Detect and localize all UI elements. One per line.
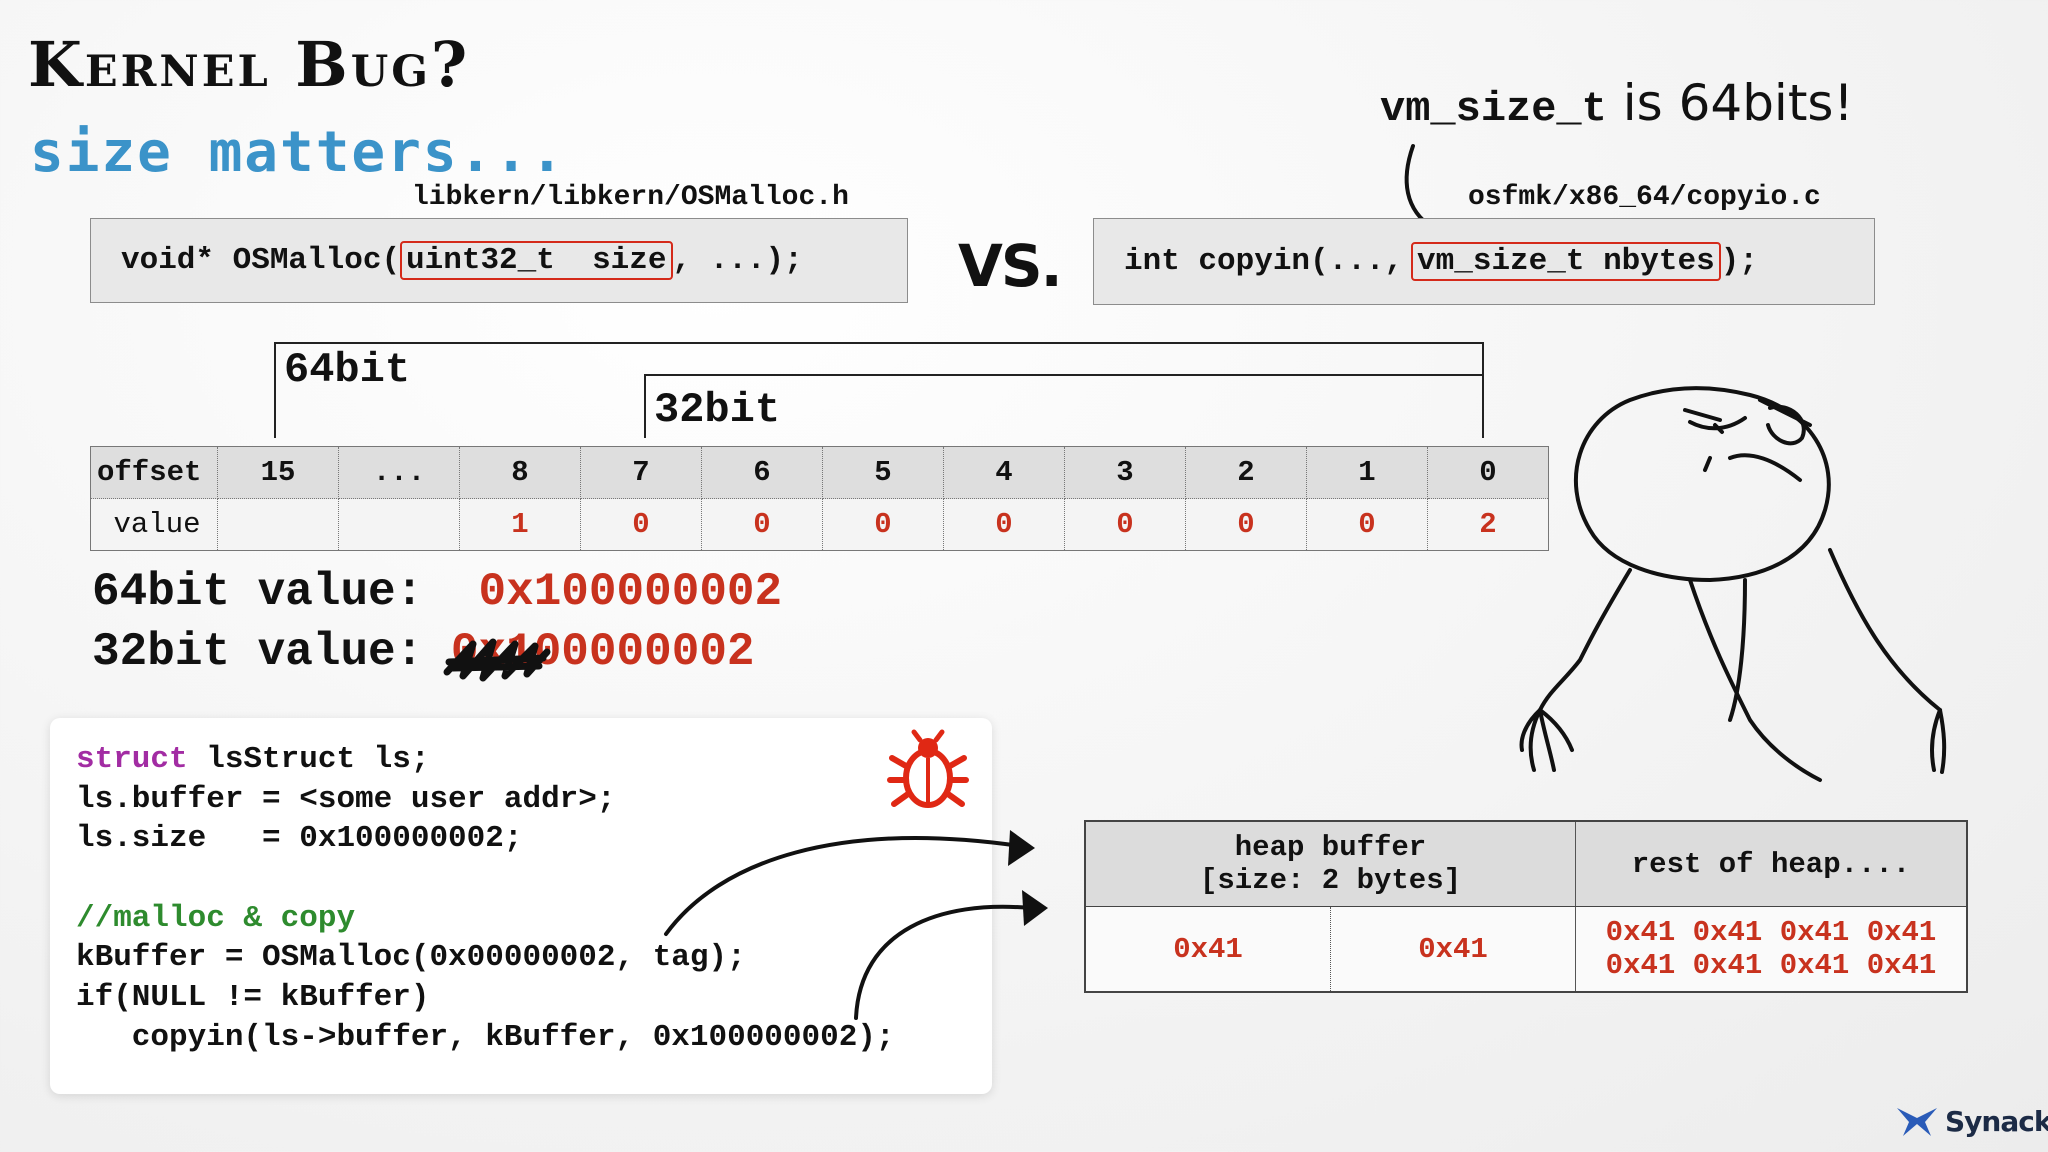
value-cell: 0 (1064, 498, 1186, 551)
value-cell: 2 (1427, 498, 1549, 551)
offset-row: offset 15 ... 8 7 6 5 4 3 2 1 0 (90, 446, 1549, 499)
rest-of-heap-line: 0x41 0x41 0x41 0x41 (1605, 916, 1937, 949)
annotation-text: is 64bits! (1606, 74, 1854, 132)
offset-cell: 0 (1427, 446, 1549, 499)
value-row: value 1 0 0 0 0 0 0 0 2 (90, 498, 1549, 551)
vs-label: VS. (958, 232, 1063, 300)
rest-of-heap-header: rest of heap.... (1575, 821, 1967, 907)
offset-cell: 5 (822, 446, 944, 499)
value-cell: 0 (701, 498, 823, 551)
bracket-64bit-label: 64bit (284, 346, 411, 394)
value-cell (217, 498, 339, 551)
value-cell: 0 (943, 498, 1065, 551)
brand: Synack (1895, 1104, 2048, 1138)
heap-buffer-header: heap buffer [size: 2 bytes] (1085, 821, 1576, 907)
code-keyword: struct (76, 742, 188, 777)
value-32bit-label: 32bit value: (92, 626, 424, 678)
slide-subtitle: size matters... (30, 120, 566, 185)
heap-data-row: 0x41 0x41 0x41 0x41 0x41 0x41 0x41 0x41 … (1085, 906, 1967, 992)
rest-of-heap-cell: 0x41 0x41 0x41 0x41 0x41 0x41 0x41 0x41 (1575, 906, 1967, 992)
bug-icon (887, 729, 969, 808)
offset-cell: 6 (701, 446, 823, 499)
left-decl-box: void* OSMalloc(uint32_t size, ...); (90, 218, 908, 303)
right-decl-suffix: ); (1720, 244, 1758, 279)
heap-buffer-title: heap buffer (1234, 831, 1427, 864)
code-line-7: if(NULL != kBuffer) (76, 980, 430, 1015)
rest-of-heap-line: 0x41 0x41 0x41 0x41 (1605, 949, 1937, 982)
offset-cell: 1 (1306, 446, 1428, 499)
value-cell: 0 (580, 498, 702, 551)
right-decl-param: vm_size_t nbytes (1411, 242, 1721, 281)
brand-name: Synack (1945, 1104, 2048, 1138)
offset-label: offset (90, 446, 218, 499)
code-line-3: ls.size = 0x100000002; (76, 821, 523, 856)
value-cell: 1 (459, 498, 581, 551)
value-64bit-label: 64bit value: (92, 566, 424, 618)
left-decl-file: libkern/libkern/OSMalloc.h (412, 182, 849, 213)
value-64bit-number: 0x100000002 (478, 566, 783, 618)
heap-header-row: heap buffer [size: 2 bytes] rest of heap… (1085, 821, 1967, 907)
code-panel: struct lsStruct ls; ls.buffer = <some us… (50, 718, 992, 1094)
curved-arrow-icon (664, 830, 1048, 1020)
offset-cell: 4 (943, 446, 1065, 499)
value-64bit: 64bit value: 0x100000002 (92, 566, 782, 618)
synack-logo-icon (1897, 1108, 1937, 1136)
right-decl-box: int copyin(...,vm_size_t nbytes); (1093, 218, 1875, 305)
code-line-1: struct lsStruct ls; (76, 742, 429, 777)
value-label: value (90, 498, 218, 551)
value-cell: 0 (1185, 498, 1307, 551)
left-decl-param: uint32_t size (400, 241, 673, 280)
right-decl-file: osfmk/x86_64/copyio.c (1468, 182, 1821, 213)
bracket-32bit-label: 32bit (654, 386, 781, 434)
left-decl-prefix: void* OSMalloc( (121, 243, 401, 278)
annotation-code: vm_size_t (1380, 85, 1607, 133)
rage-face-drawing (1519, 386, 1947, 782)
code-line-8: copyin(ls->buffer, kBuffer, 0x100000002)… (76, 1020, 895, 1055)
code-line-6: kBuffer = OSMalloc(0x00000002, tag); (76, 940, 746, 975)
offset-cell: 7 (580, 446, 702, 499)
offset-cell: 15 (217, 446, 339, 499)
value-cell: 0 (1306, 498, 1428, 551)
left-decl-suffix: , ...); (672, 243, 803, 278)
offset-cell: 3 (1064, 446, 1186, 499)
bracket-32bit (644, 374, 1484, 438)
code-line-2: ls.buffer = <some user addr>; (76, 782, 616, 817)
byte-table: offset 15 ... 8 7 6 5 4 3 2 1 0 value 1 … (90, 446, 1549, 551)
annotation: vm_size_t is 64bits! (1380, 74, 1854, 133)
slide-title: Kernel Bug? (28, 28, 471, 101)
heap-cell: 0x41 (1330, 906, 1576, 992)
offset-cell: ... (338, 446, 460, 499)
code-comment: //malloc & copy (76, 901, 356, 936)
offset-cell: 2 (1185, 446, 1307, 499)
offset-cell: 8 (459, 446, 581, 499)
heap-buffer-size: [size: 2 bytes] (1199, 864, 1462, 897)
value-cell: 0 (822, 498, 944, 551)
value-cell (338, 498, 460, 551)
scribble-icon (443, 638, 551, 682)
value-32bit-struck: 0x1 (443, 626, 551, 682)
heap-table: heap buffer [size: 2 bytes] rest of heap… (1084, 820, 1968, 993)
code-line-1-rest: lsStruct ls; (187, 742, 430, 777)
heap-cell: 0x41 (1085, 906, 1331, 992)
right-decl-prefix: int copyin(..., (1124, 244, 1404, 279)
value-32bit-number: 00000002 (533, 626, 755, 678)
